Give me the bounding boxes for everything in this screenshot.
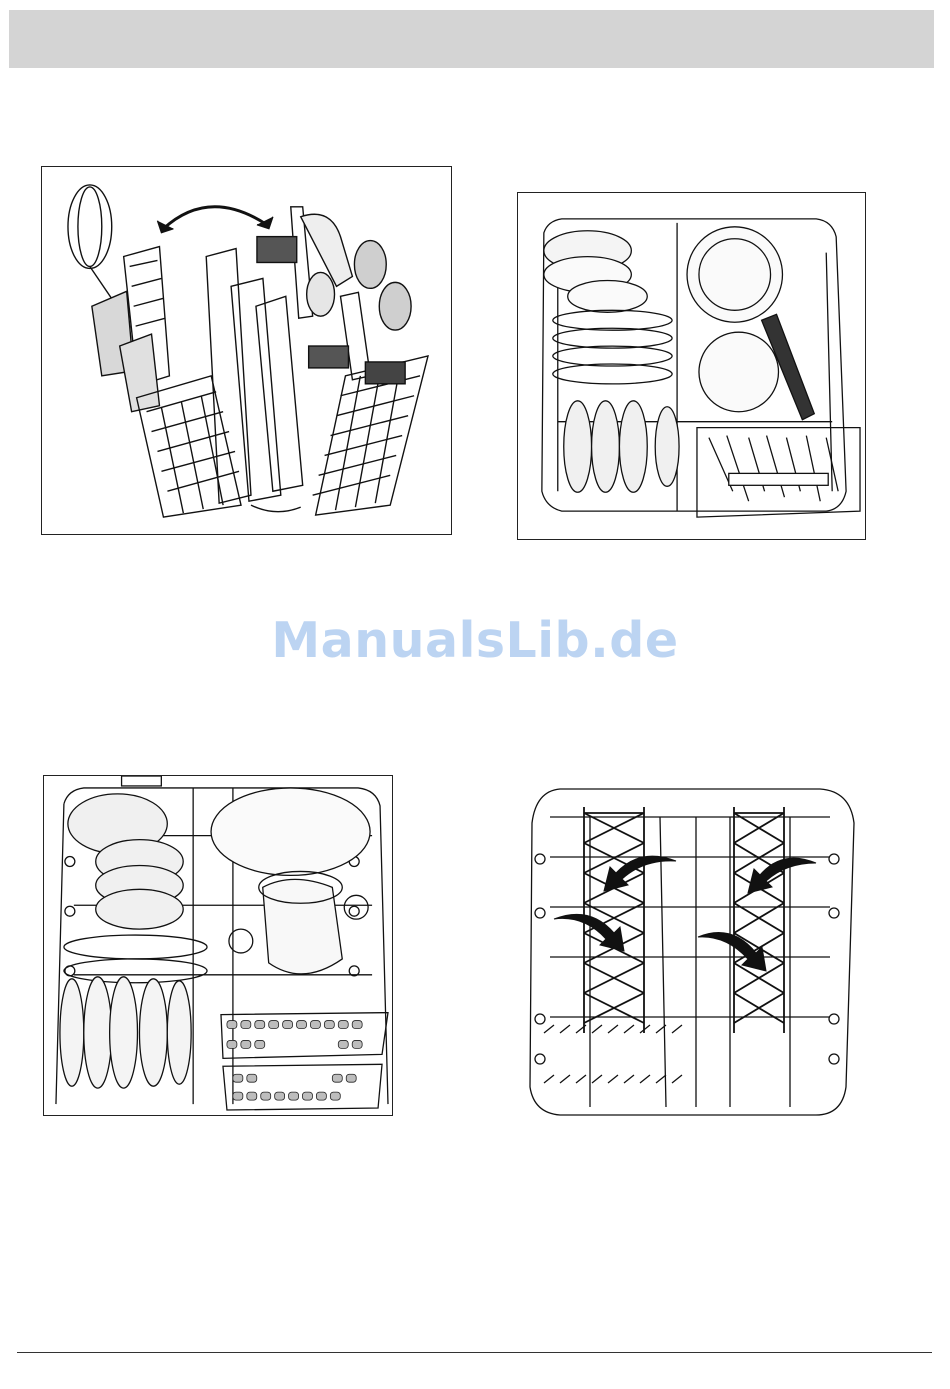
upper-rack-drawing — [518, 193, 865, 539]
header-bar — [9, 10, 934, 68]
lower-rack-illustration — [43, 775, 393, 1116]
folding-tines-illustration — [520, 787, 858, 1117]
lower-rack-drawing — [44, 776, 392, 1115]
cutlery-basket-illustration — [41, 166, 452, 535]
cutlery-basket-drawing — [42, 167, 451, 534]
footer-divider — [17, 1352, 932, 1353]
folding-tines-drawing — [520, 787, 858, 1117]
upper-rack-illustration — [517, 192, 866, 540]
watermark-text: ManualsLib.de — [0, 612, 950, 669]
